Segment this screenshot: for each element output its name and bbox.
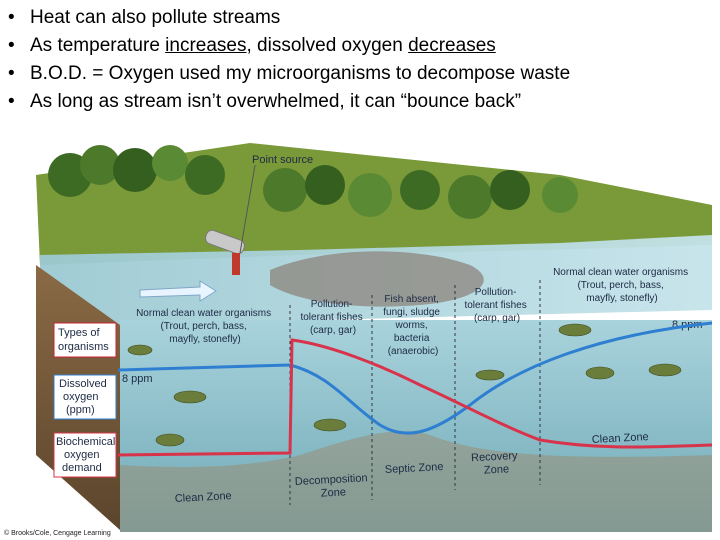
bod-label-line: Biochemical (56, 436, 115, 448)
zone-septic: Septic Zone (385, 461, 444, 476)
bullet-dot: • (8, 35, 15, 56)
organism-line: Fish absent, (384, 294, 438, 305)
bullet-item: • B.O.D. = Oxygen used my microorganisms … (8, 60, 708, 88)
organism-line: tolerant fishes (300, 312, 362, 323)
fish-icon (173, 390, 207, 404)
organism-line: Pollution- (475, 287, 517, 298)
organism-line: Normal clean water organisms (553, 267, 688, 278)
bullet-text: As long as stream isn’t overwhelmed, it … (30, 91, 522, 112)
bullet-list: • Heat can also pollute streams • As tempe… (8, 4, 708, 116)
fish-icon (127, 344, 153, 356)
flow-arrow (139, 280, 217, 302)
fish-icon (585, 366, 615, 380)
organisms-pollution-tolerant-1: Pollution- tolerant fishes (carp, gar) (300, 299, 365, 336)
organism-line: fungi, sludge (383, 307, 440, 318)
zone-clean-right: Clean Zone (592, 431, 649, 446)
underlined-word: increases (165, 35, 247, 56)
bod-label-line: oxygen (64, 449, 99, 461)
dissolved-oxygen-curve (117, 321, 713, 435)
riverbed (120, 431, 712, 532)
point-source-pointer (239, 164, 256, 254)
ppm-left-label: 8 ppm (122, 373, 153, 385)
dissolved-label-line: oxygen (63, 391, 98, 403)
stream-pollution-diagram: Point source Types of organisms Dissolve… (4, 143, 713, 537)
bullet-item: • Heat can also pollute streams (8, 4, 708, 32)
person-figure (232, 253, 240, 275)
types-label-line: Types of (58, 327, 101, 339)
fish-icon (155, 433, 185, 447)
organism-line: (carp, gar) (474, 313, 520, 324)
organism-line: (Trout, perch, bass, (160, 321, 246, 332)
organism-line: (carp, gar) (310, 325, 356, 336)
zone-recovery: Recovery Zone (471, 450, 522, 478)
zone-line: Decomposition (295, 472, 368, 488)
zone-line: Zone (484, 463, 510, 476)
bullet-text: B.O.D. = Oxygen used my microorganisms t… (30, 63, 571, 84)
types-label-box (53, 322, 117, 358)
bullet-text-part: , dissolved oxygen (246, 35, 409, 56)
fish-icon (475, 369, 505, 381)
bod-curve (117, 338, 713, 457)
organism-line: Pollution- (311, 299, 353, 310)
bullet-text: Heat can also pollute streams (30, 7, 281, 28)
dissolved-label-box (53, 374, 117, 420)
bod-label-box (53, 432, 117, 478)
zone-line: Recovery (471, 450, 519, 464)
fish-icon (648, 363, 682, 377)
discharge-pipe (205, 229, 245, 255)
organism-line: worms, (394, 320, 427, 331)
bullet-item: • As temperature increases, dissolved oxy… (8, 32, 708, 60)
types-label-line: organisms (58, 341, 109, 353)
types-label: Types of organisms (58, 327, 109, 353)
dissolved-label: Dissolved oxygen (ppm) (59, 378, 110, 416)
organisms-pollution-tolerant-2: Pollution- tolerant fishes (carp, gar) (464, 287, 529, 324)
organism-line: (anaerobic) (388, 346, 439, 357)
zone-decomposition: Decomposition Zone (295, 472, 372, 501)
bod-label-line: demand (62, 462, 102, 474)
organism-line: mayfly, stonefly) (586, 293, 658, 304)
organisms-clean-left: Normal clean water organisms (Trout, per… (136, 308, 274, 345)
organisms-clean-right: Normal clean water organisms (Trout, per… (553, 267, 691, 304)
bod-label: Biochemical oxygen demand (56, 436, 118, 474)
organism-line: tolerant fishes (464, 300, 526, 311)
zone-clean-left: Clean Zone (175, 490, 232, 505)
zone-line: Zone (321, 486, 347, 499)
bullet-item: • As long as stream isn’t overwhelmed, it… (8, 88, 708, 116)
organisms-fish-absent: Fish absent, fungi, sludge worms, bacter… (383, 294, 443, 357)
image-credit: © Brooks/Cole, Cengage Learning (4, 529, 111, 537)
organism-line: (Trout, perch, bass, (577, 280, 663, 291)
bullet-dot: • (8, 7, 15, 28)
fish-icon (558, 323, 592, 337)
fish-group (127, 323, 682, 447)
tree-line (48, 145, 578, 219)
organism-line: Normal clean water organisms (136, 308, 271, 319)
bullet-text-part: As temperature (30, 35, 166, 56)
fish-icon (313, 418, 347, 432)
bullet-dot: • (8, 63, 15, 84)
point-source-label: Point source (252, 154, 313, 166)
organism-line: mayfly, stonefly) (169, 334, 241, 345)
dissolved-label-line: (ppm) (66, 404, 95, 416)
underlined-word: decreases (408, 35, 496, 56)
dissolved-label-line: Dissolved (59, 378, 107, 390)
sludge-plume (270, 251, 484, 307)
organism-line: bacteria (394, 333, 430, 344)
bullet-dot: • (8, 91, 15, 112)
